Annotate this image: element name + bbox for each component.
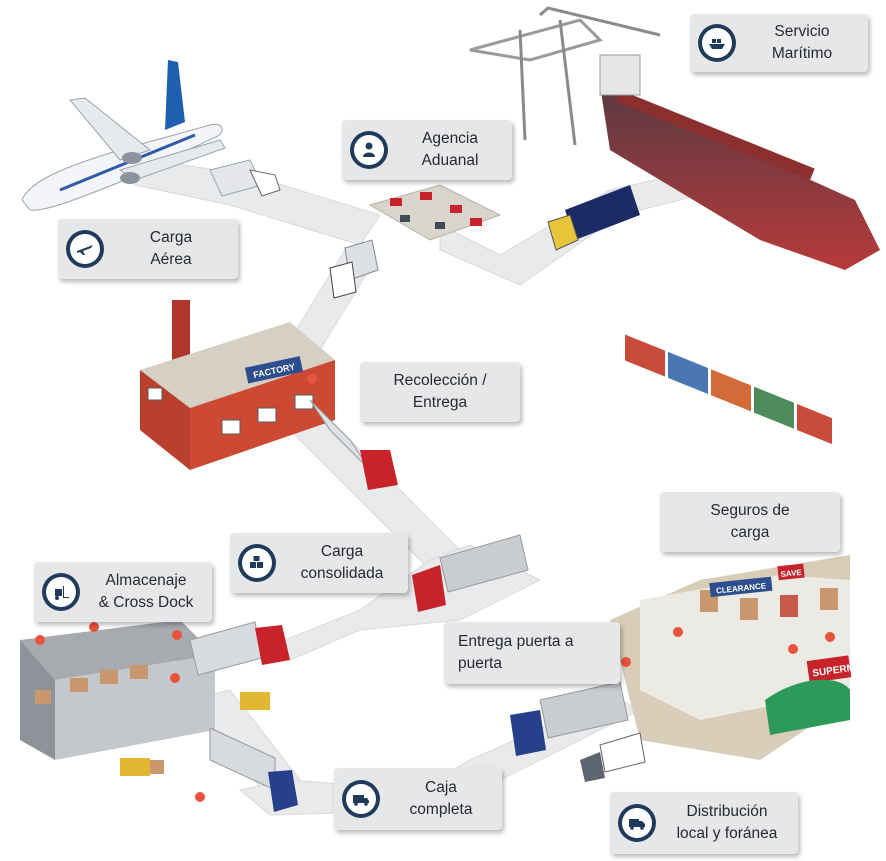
supermarket-illustration: CLEARANCE SAVE SUPERM [610,555,856,760]
label-line: Aduanal [421,152,479,169]
trucks [189,159,646,812]
ship-icon [698,24,736,62]
truck-white-cab [329,239,379,299]
label-line: Almacenaje [105,572,187,589]
label-line: Aérea [150,251,192,268]
label-line: puerta [458,655,502,672]
truck-blue-door [510,681,629,756]
label-line: carga [730,524,770,541]
label-line: Carga [149,229,193,246]
label-line: Entrega [412,394,468,411]
truck-load-icon [342,780,380,818]
truck-red-consolidated [412,534,529,612]
marker-dot [35,635,45,645]
customs-office-illustration [368,184,502,241]
delivery-truck-icon [618,804,656,842]
label-distribucion[interactable]: Distribución local y foránea [610,792,798,854]
airplane-illustration [21,60,226,211]
label-line: Entrega puerta a [458,633,574,650]
truck-red-factory [309,399,398,490]
label-line: consolidada [300,565,384,582]
warehouse-illustration [20,620,215,802]
truck-blue-caja [209,727,298,812]
label-recoleccion-entrega[interactable]: Recolección / Entrega [360,362,520,422]
label-line: local y foránea [676,825,778,842]
label-line: Distribución [686,803,768,820]
truck-red-warehouse [189,621,290,676]
marker-dot [170,673,180,683]
label-carga-consolidada[interactable]: Carga consolidada [230,533,408,593]
marker-dot [673,627,683,637]
truck-navy-container [547,185,640,251]
truck-small-distribution [580,732,646,782]
label-line: Caja [425,779,457,796]
label-line: Carga [320,543,364,560]
label-line: Agencia [421,130,478,147]
marker-dot [825,632,835,642]
label-almacenaje-cross-dock[interactable]: Almacenaje & Cross Dock [34,562,212,622]
label-line: & Cross Dock [98,594,194,611]
label-line: completa [409,801,473,818]
marker-dot [89,622,99,632]
marker-dot [621,657,631,667]
container-ship-illustration [469,6,880,445]
marker-dot [788,644,798,654]
label-entrega-puerta-a-puerta[interactable]: Entrega puerta a puerta [444,622,620,684]
forklifts [120,692,270,776]
truck-air-road [209,159,281,197]
marker-dot [195,792,205,802]
label-line: Recolección / [393,372,487,389]
label-line: Marítimo [771,45,833,62]
customs-agent-icon [350,131,388,169]
label-seguros-de-carga[interactable]: Seguros de carga [660,492,840,552]
airplane-icon [66,230,104,268]
save-sign: SAVE [780,568,803,579]
marker-dot [307,374,317,384]
label-line: Servicio [774,23,830,40]
boxes-icon [238,544,276,582]
factory-illustration: FACTORY [140,300,335,470]
label-caja-completa[interactable]: Caja completa [334,768,502,830]
label-line: Seguros de [710,502,790,519]
forklift-icon [42,573,80,611]
marker-dot [172,630,182,640]
